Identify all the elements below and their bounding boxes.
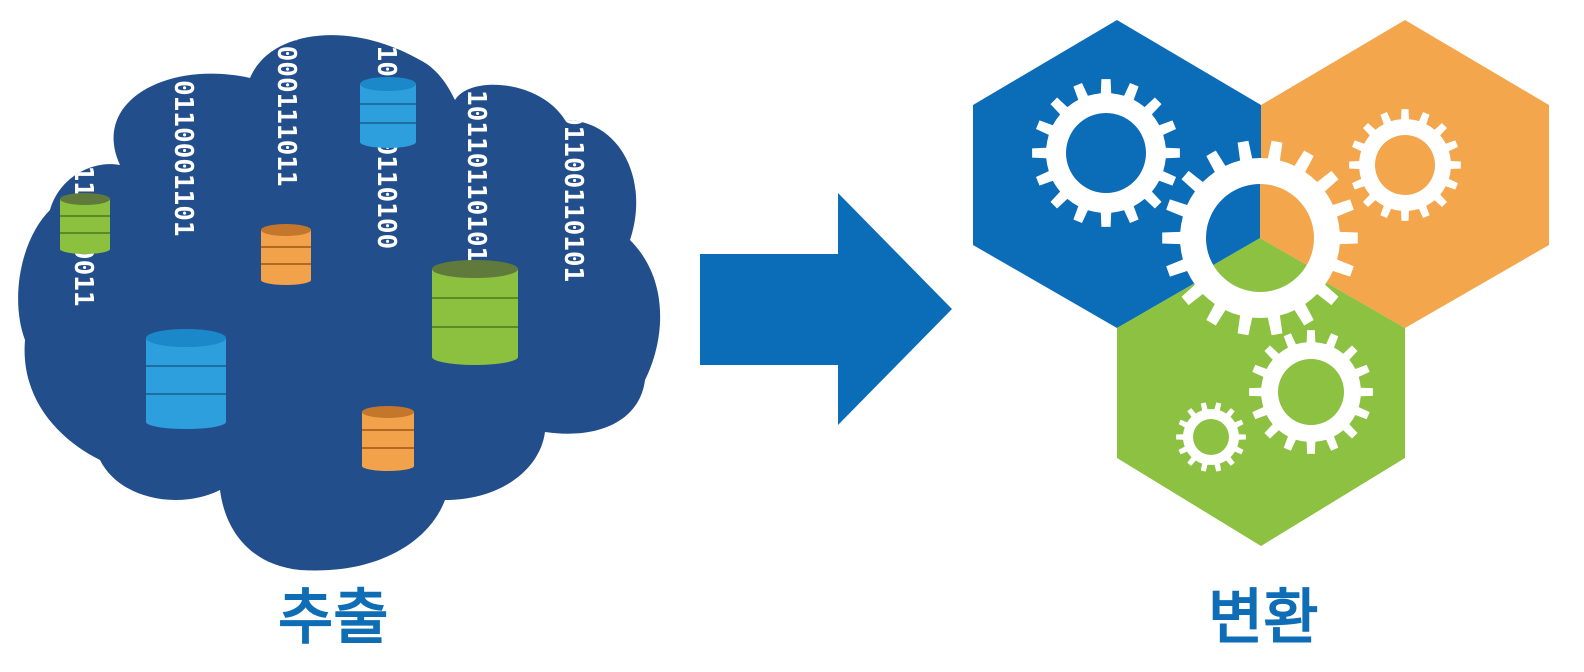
cloud-shape — [18, 35, 661, 571]
extract-label: 추출 — [278, 583, 389, 653]
binary-column-5: 10110110101 — [461, 90, 491, 262]
gear-hole — [1260, 184, 1314, 265]
binary-stream: 0110110011 0110001101 1000111011 0101110… — [68, 30, 588, 306]
gear-hole — [1375, 135, 1435, 195]
database-icon — [360, 77, 416, 148]
gear-hole — [1193, 419, 1229, 455]
database-icon — [146, 329, 226, 429]
binary-column-3: 1000111011 — [271, 30, 301, 187]
transform-label: 변환 — [1208, 583, 1319, 653]
gear-hole — [1066, 113, 1146, 193]
binary-column-2: 0110001101 — [168, 80, 198, 237]
database-icon — [60, 193, 110, 254]
extract-cloud: 0110110011 0110001101 1000111011 0101110… — [18, 30, 661, 571]
gear-group — [1032, 79, 1461, 472]
binary-column-6: 01100110101 — [558, 110, 588, 282]
gear-hole — [1206, 184, 1260, 265]
gear-hole — [1278, 359, 1344, 425]
right-arrow-icon — [700, 193, 952, 425]
database-icon — [432, 260, 518, 365]
database-icon — [362, 406, 414, 471]
database-icon — [261, 224, 311, 285]
